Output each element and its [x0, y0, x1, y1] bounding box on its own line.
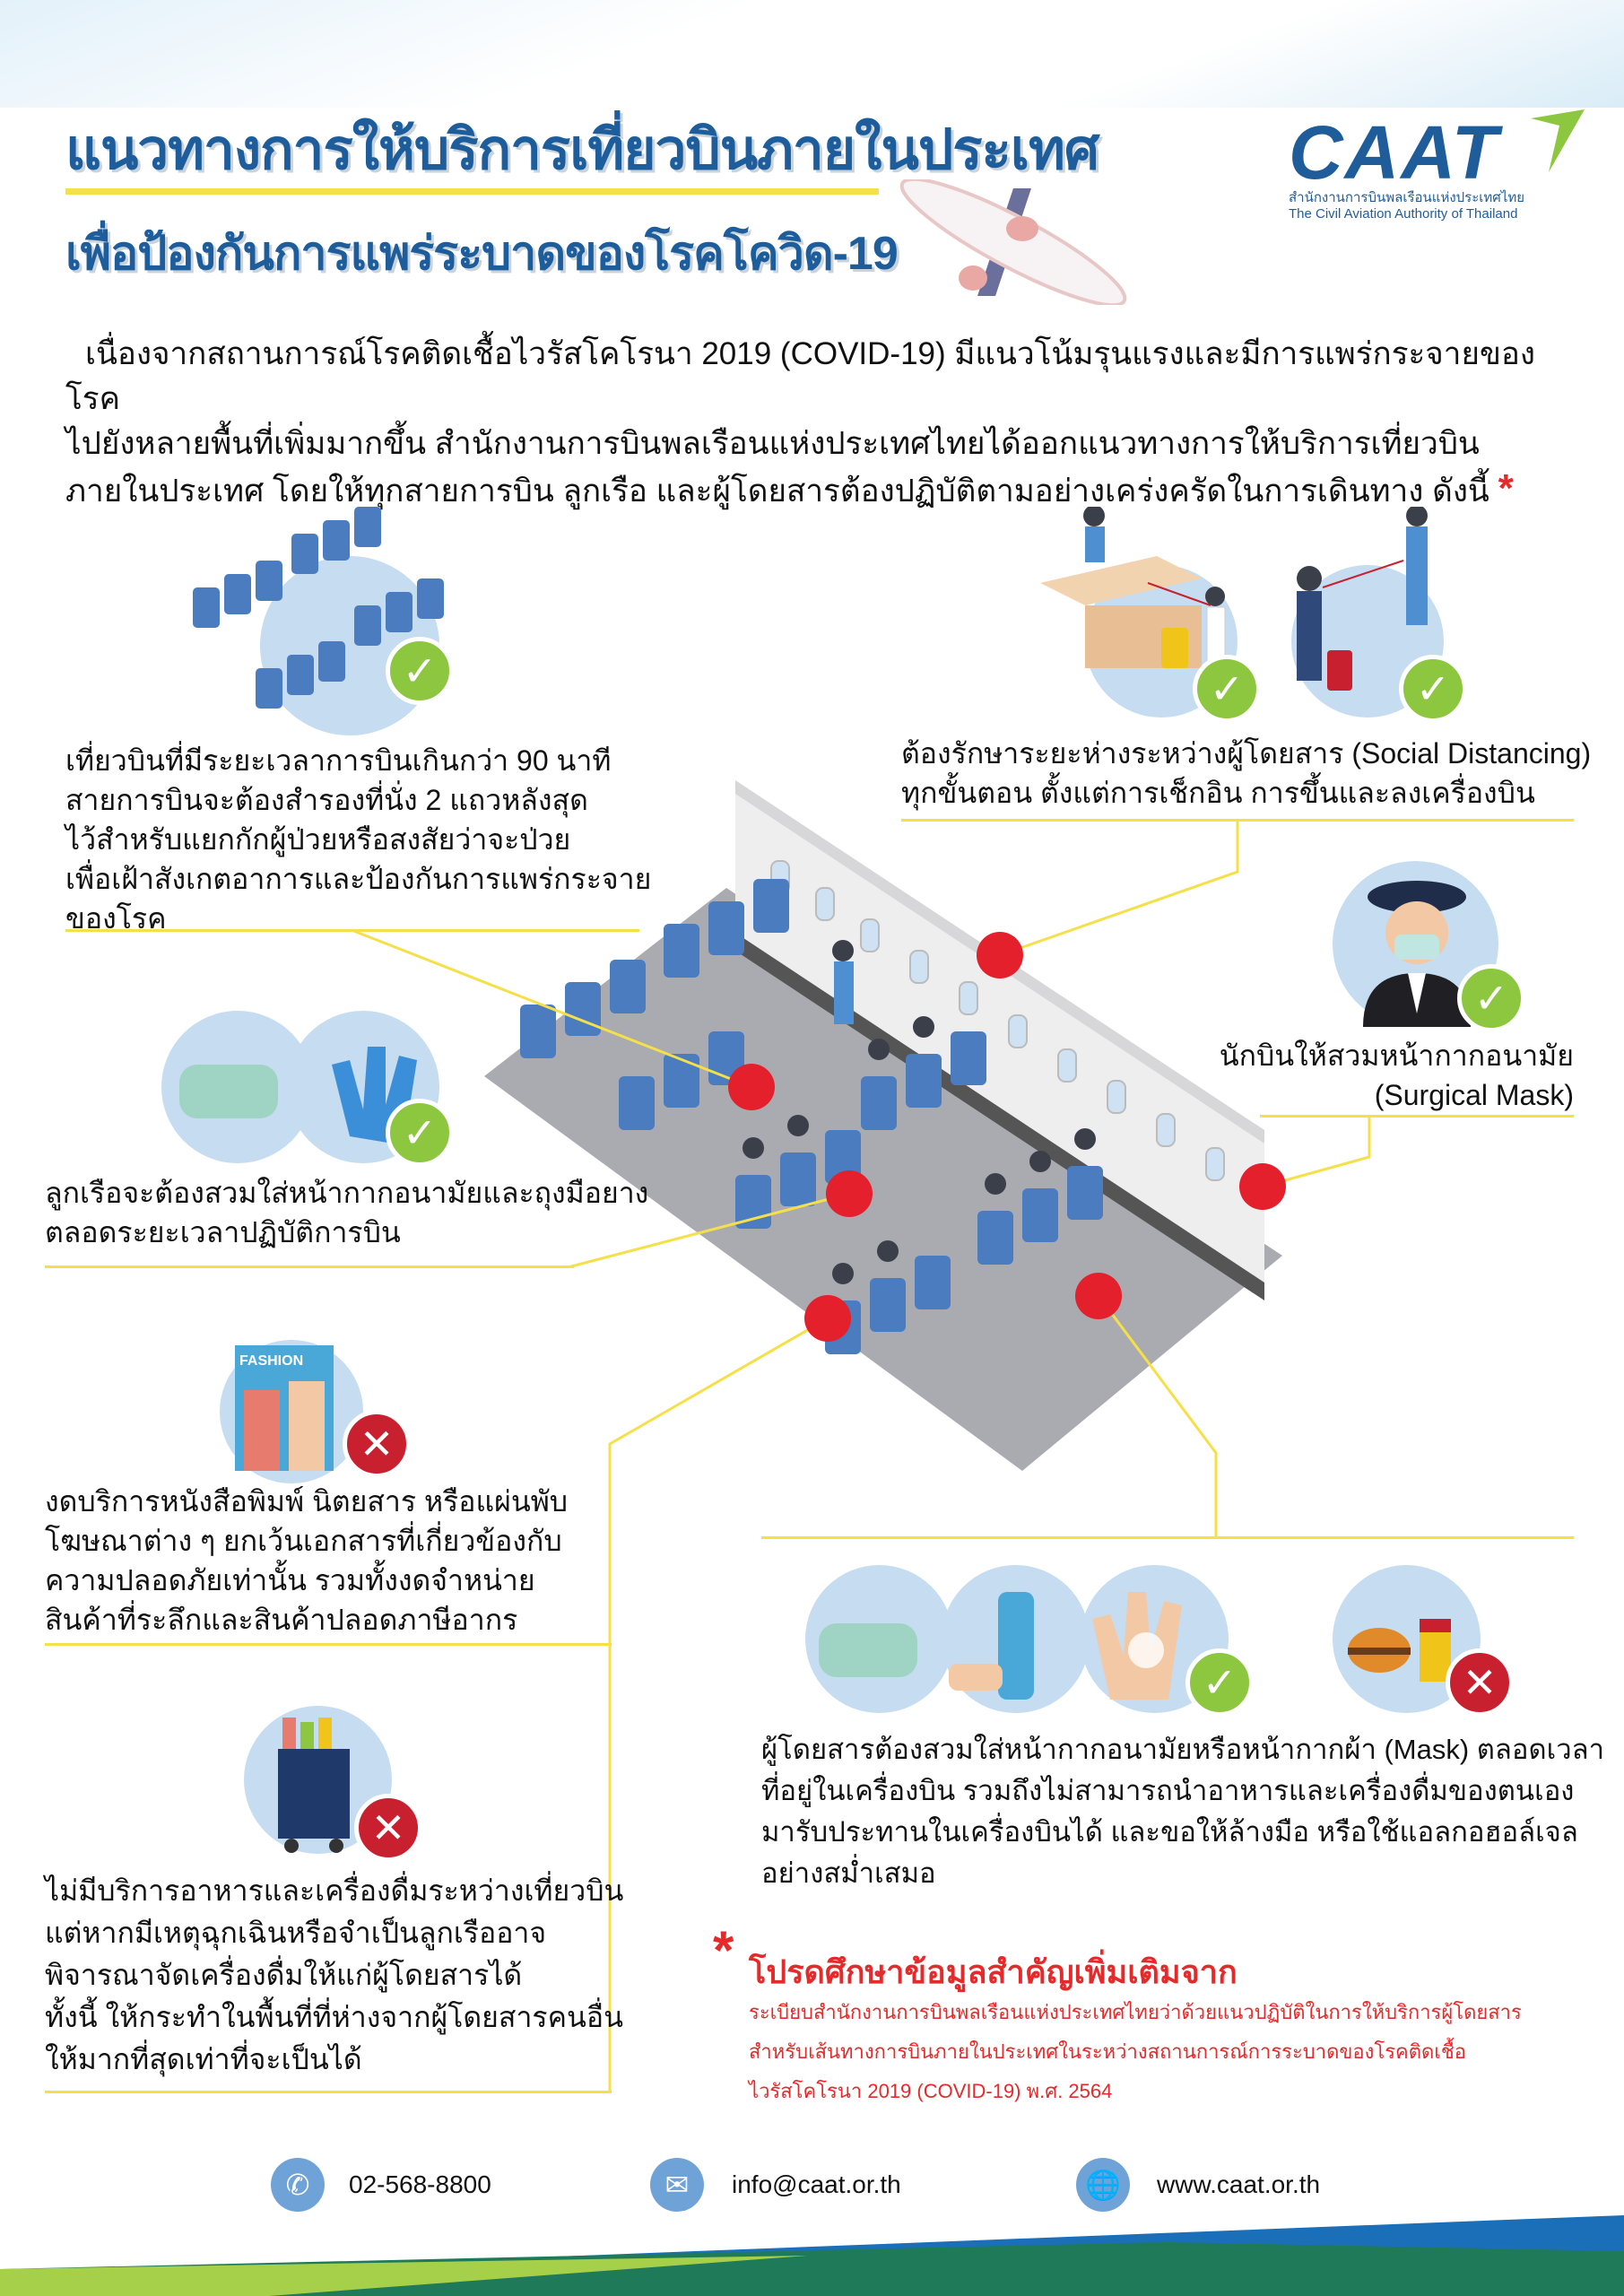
logo-wordmark: CAAT: [1289, 110, 1500, 195]
divider: [1260, 1115, 1574, 1118]
divider: [45, 1643, 612, 1646]
check-icon: ✓: [386, 637, 454, 705]
pilot-illustration: [1363, 881, 1471, 1027]
note-line: สำหรับเส้นทางการบินภายในประเทศในระหว่างส…: [749, 2040, 1466, 2063]
check-icon: ✓: [386, 1099, 454, 1167]
top-decoration: [0, 0, 1624, 108]
guideline-text: มารับประทานในเครื่องบินได้ และขอให้ล้างม…: [761, 1816, 1578, 1848]
note-heading: โปรดศึกษาข้อมูลสำคัญเพิ่มเติมจาก: [749, 1953, 1238, 1990]
airplane-icon: [899, 179, 1127, 305]
guideline-text: ทุกขั้นตอน ตั้งแต่การเช็กอิน การขึ้นและล…: [901, 777, 1535, 809]
cart-illustration: [278, 1718, 350, 1853]
guideline-text: ที่อยู่ในเครื่องบิน รวมถึงไม่สามารถนำอาห…: [761, 1775, 1575, 1806]
intro-paragraph: เนื่องจากสถานการณ์โรคติดเชื้อไวรัสโคโรนา…: [65, 332, 1590, 514]
guideline-text: ความปลอดภัยเท่านั้น รวมทั้งงดจำหน่าย: [45, 1564, 535, 1596]
guideline-text: ต้องรักษาระยะห่างระหว่างผู้โดยสาร (Socia…: [901, 737, 1592, 770]
guideline-text: ไว้สำหรับแยกกักผู้ป่วยหรือสงสัยว่าจะป่วย: [65, 823, 571, 856]
guideline-crew-mask-gloves: ลูกเรือจะต้องสวมใส่หน้ากากอนามัยและถุงมื…: [45, 1173, 648, 1252]
check-in-illustration: [1040, 507, 1428, 691]
seats-illustration: [193, 507, 444, 709]
guideline-text: ให้มากที่สุดเท่าที่จะเป็นได้: [45, 2043, 362, 2075]
svg-text:FASHION: FASHION: [239, 1353, 303, 1369]
divider: [901, 819, 1574, 822]
divider: [761, 1536, 1574, 1539]
guideline-text: ลูกเรือจะต้องสวมใส่หน้ากากอนามัยและถุงมื…: [45, 1177, 649, 1209]
check-icon: ✓: [1457, 964, 1525, 1032]
divider: [45, 1265, 574, 1268]
note-body: ระเบียบสำนักงานการบินพลเรือนแห่งประเทศไท…: [749, 1993, 1592, 2111]
guideline-pilot-mask: นักบินให้สวมหน้ากากอนามัย (Surgical Mask…: [1170, 1036, 1574, 1115]
note-line: ระเบียบสำนักงานการบินพลเรือนแห่งประเทศไท…: [749, 2001, 1522, 2023]
guideline-text: ของโรค: [65, 902, 167, 935]
guideline-text: โฆษณาต่าง ๆ ยกเว้นเอกสารที่เกี่ยวข้องกับ: [45, 1525, 562, 1557]
guideline-text: (Surgical Mask): [1374, 1079, 1574, 1111]
crew-figure: [834, 961, 854, 1024]
logo-swoosh-icon: [1531, 109, 1585, 172]
guideline-text: สายการบินจะต้องสำรองที่นั่ง 2 แถวหลังสุด: [65, 784, 588, 816]
check-icon: ✓: [1193, 655, 1261, 723]
bottom-decoration: [0, 2215, 1624, 2296]
phone-icon: ✆: [271, 2158, 325, 2212]
guideline-text: ไม่มีบริการอาหารและเครื่องดื่มระหว่างเที…: [45, 1874, 624, 1907]
cross-icon: ✕: [343, 1410, 411, 1478]
logo-subtitle-en: The Civil Aviation Authority of Thailand: [1289, 206, 1518, 222]
magazine-illustration: FASHION: [235, 1345, 334, 1471]
logo-subtitle-th: สำนักงานการบินพลเรือนแห่งประเทศไทย: [1289, 190, 1525, 205]
cross-icon: ✕: [1446, 1648, 1514, 1717]
guideline-text: เพื่อเฝ้าสังเกตอาการและป้องกันการแพร่กระ…: [65, 863, 652, 895]
email-icon: ✉: [650, 2158, 704, 2212]
guideline-text: แต่หากมีเหตุฉุกเฉินหรือจำเป็นลูกเรืออาจ: [45, 1917, 547, 1949]
page-subtitle: เพื่อป้องกันการแพร่ระบาดของโรคโควิด-19: [65, 228, 899, 280]
title-divider: [65, 188, 879, 195]
page-title: แนวทางการให้บริการเที่ยวบินภายในประเทศ: [65, 119, 1099, 181]
guideline-text: พิจารณาจัดเครื่องดื่มให้แก่ผู้โดยสารได้: [45, 1959, 523, 1991]
caat-logo: CAAT สำนักงานการบินพลเรือนแห่งประเทศไทย …: [1289, 109, 1585, 222]
guideline-text: ตลอดระยะเวลาปฏิบัติการบิน: [45, 1216, 401, 1248]
guideline-social-distancing: ต้องรักษาระยะห่างระหว่างผู้โดยสาร (Socia…: [901, 734, 1591, 813]
guideline-text: ทั้งนี้ ให้กระทำในพื้นที่ที่ห่างจากผู้โด…: [45, 2001, 623, 2033]
intro-line: ไปยังหลายพื้นที่เพิ่มมากขึ้น สำนักงานการ…: [65, 426, 1480, 461]
intro-line: เนื่องจากสถานการณ์โรคติดเชื้อไวรัสโคโรนา…: [65, 336, 1536, 416]
footer-website[interactable]: www.caat.or.th: [1157, 2170, 1321, 2198]
asterisk-mark: *: [1498, 466, 1514, 510]
footer-email[interactable]: info@caat.or.th: [732, 2170, 901, 2198]
globe-icon: 🌐: [1076, 2158, 1130, 2212]
guideline-text: สินค้าที่ระลึกและสินค้าปลอดภาษีอากร: [45, 1604, 518, 1636]
footer-phone[interactable]: 02-568-8800: [349, 2170, 491, 2198]
guideline-text: งดบริการหนังสือพิมพ์ นิตยสาร หรือแผ่นพับ: [45, 1485, 569, 1518]
guideline-text: อย่างสม่ำเสมอ: [761, 1857, 936, 1889]
divider: [45, 2091, 612, 2093]
guideline-reserved-seats: เที่ยวบินที่มีระยะเวลาการบินเกินกว่า 90 …: [65, 741, 651, 938]
guideline-no-food-service: ไม่มีบริการอาหารและเครื่องดื่มระหว่างเที…: [45, 1870, 623, 2081]
cross-icon: ✕: [354, 1794, 422, 1862]
passenger-rules-illustration: [819, 1592, 1451, 1700]
check-icon: ✓: [1399, 655, 1467, 723]
guideline-passenger-mask: ผู้โดยสารต้องสวมใส่หน้ากากอนามัยหรือหน้า…: [761, 1729, 1604, 1894]
note-line: ไวรัสโคโรนา 2019 (COVID-19) พ.ศ. 2564: [749, 2080, 1113, 2102]
asterisk-mark: *: [713, 1920, 734, 1980]
guideline-text: ผู้โดยสารต้องสวมใส่หน้ากากอนามัยหรือหน้า…: [761, 1734, 1605, 1765]
guideline-text: นักบินให้สวมหน้ากากอนามัย: [1219, 1039, 1574, 1072]
guideline-no-print-materials: งดบริการหนังสือพิมพ์ นิตยสาร หรือแผ่นพับ…: [45, 1482, 568, 1639]
intro-line: ภายในประเทศ โดยให้ทุกสายการบิน ลูกเรือ แ…: [65, 474, 1489, 509]
check-icon: ✓: [1185, 1648, 1254, 1717]
divider: [65, 929, 639, 932]
guideline-text: เที่ยวบินที่มีระยะเวลาการบินเกินกว่า 90 …: [65, 744, 612, 777]
